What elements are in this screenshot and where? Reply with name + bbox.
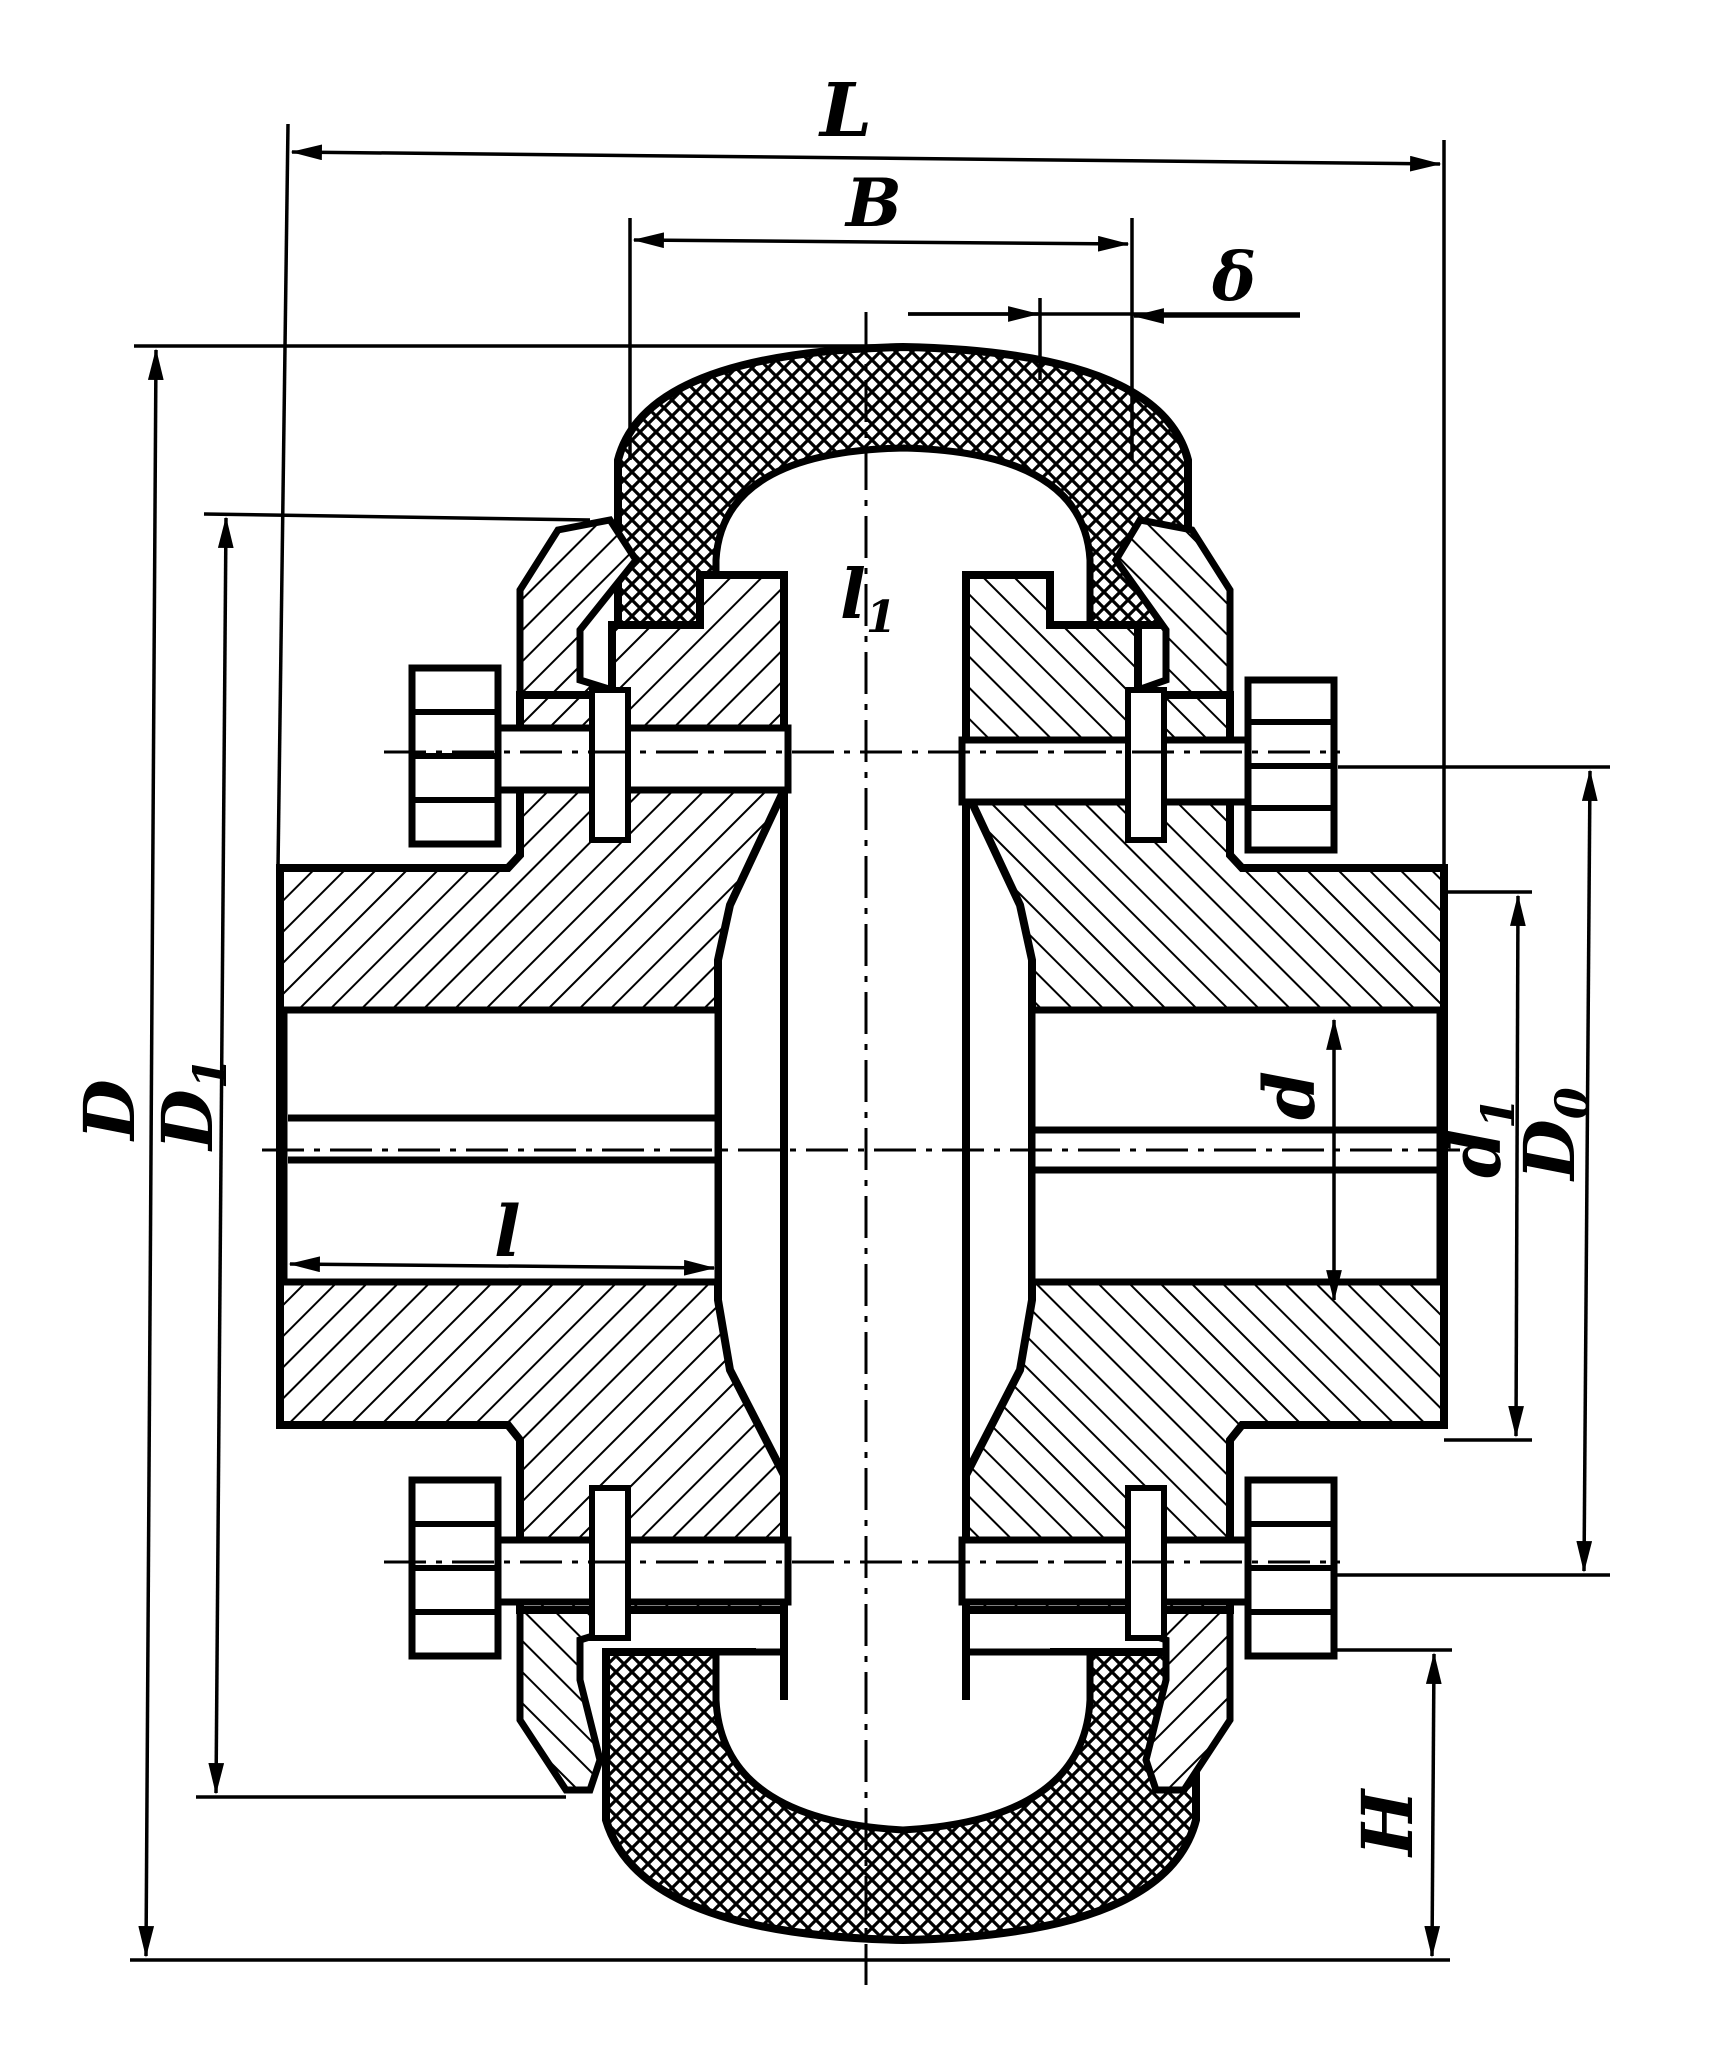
label-D: D [68,1079,151,1142]
label-B: B [844,164,902,242]
label-delta: δ [1211,238,1256,316]
bolt-top-left [408,664,792,848]
label-d: d [1248,1071,1331,1120]
bolt-bottom-left [408,1476,792,1660]
label-H: H [1346,1788,1429,1858]
label-l: l [494,1190,521,1273]
center-lines [262,312,1460,1985]
keyway-lines [288,1114,1440,1174]
central-gap [784,575,966,1675]
delta-arrows [908,306,1300,324]
label-d1: d1 [1434,1097,1525,1178]
bolt-top-right [958,676,1338,854]
label-D1: D1 [146,1057,237,1152]
label-l1: l1 [840,555,896,643]
bore-left [280,1006,722,1286]
label-D0: D0 [1508,1087,1599,1182]
bore-right [1028,1006,1444,1286]
rubber-tire-bottom [602,1648,1200,1945]
dimension-lines [138,144,1598,1958]
label-L: L [818,68,872,154]
